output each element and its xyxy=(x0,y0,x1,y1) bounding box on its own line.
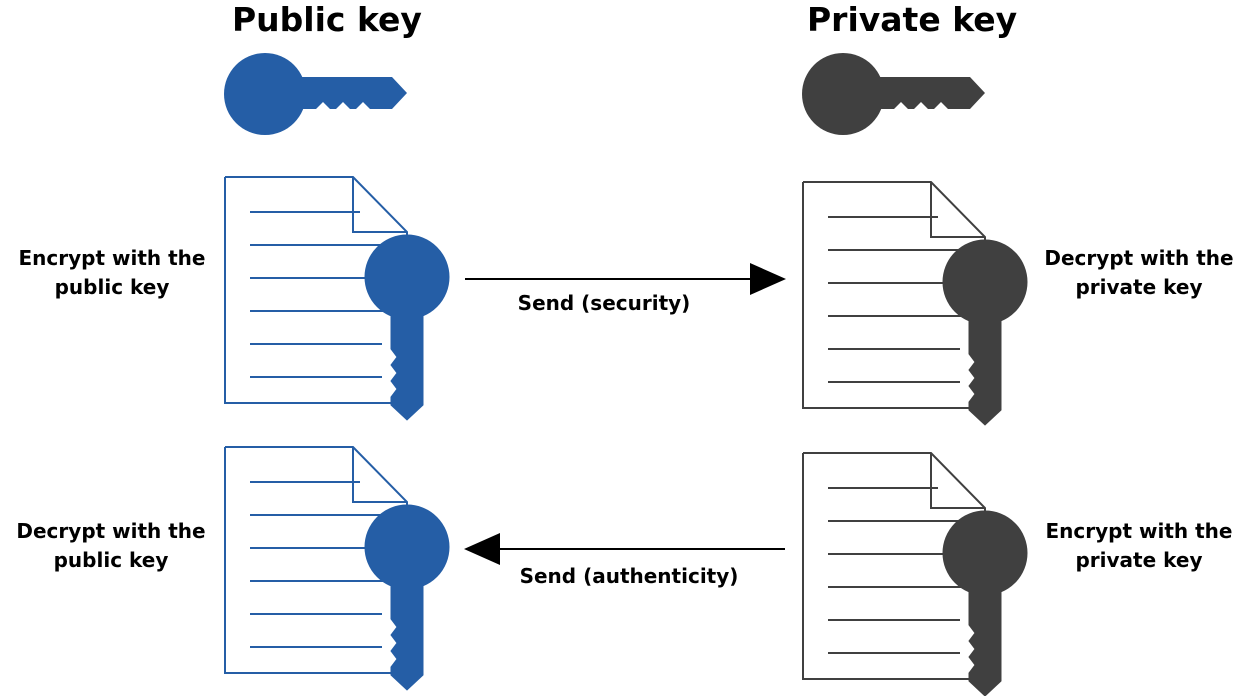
private-key-icon xyxy=(802,53,985,135)
document-private-key-icon xyxy=(803,182,1027,425)
arrow-label-authenticity: Send (authenticity) xyxy=(519,564,739,588)
label-decrypt-public: Decrypt with the public key xyxy=(16,519,206,572)
private-key-title: Private key xyxy=(807,0,1018,39)
label-encrypt-public: Encrypt with the public key xyxy=(18,246,206,299)
arrow-label-security: Send (security) xyxy=(517,291,691,315)
arrow-left-authenticity xyxy=(464,533,785,565)
public-key-icon xyxy=(224,53,407,135)
label-encrypt-private: Encrypt with the private key xyxy=(1045,519,1233,572)
document-public-key-icon xyxy=(225,177,449,420)
label-decrypt-private: Decrypt with the private key xyxy=(1044,246,1234,299)
public-key-title: Public key xyxy=(232,0,422,39)
document-public-key-icon xyxy=(225,447,449,690)
arrow-right-security xyxy=(465,263,786,295)
document-private-key-icon xyxy=(803,453,1027,696)
